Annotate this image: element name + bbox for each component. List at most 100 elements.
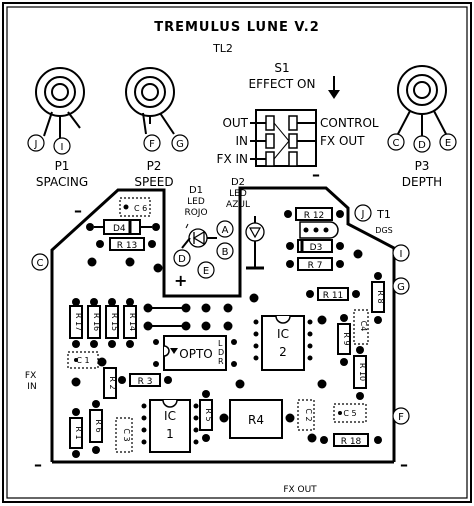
ic1-label-line1: IC <box>164 409 176 423</box>
led-d1-symbol <box>181 223 217 249</box>
resistor-r6-label: R 6 <box>94 419 103 432</box>
opto-label: OPTO <box>179 347 212 361</box>
pot-p3-pin-e: E <box>445 138 451 149</box>
resistor-r17: R 17 <box>69 298 83 348</box>
resistor-r10: R 10 <box>353 346 367 400</box>
edge-fx-in: FX IN <box>25 371 39 392</box>
resistor-r12-label: R 12 <box>304 211 325 221</box>
pin-d: D <box>178 254 186 265</box>
resistor-r7-label: R 7 <box>308 261 323 271</box>
cap-c1-label: C 1 <box>76 356 89 365</box>
jumper-group <box>143 303 233 331</box>
diode-d3-label: D3 <box>310 243 323 253</box>
connection-letters: A B D E C J I G F <box>31 204 410 425</box>
resistor-r16: R 16 <box>87 298 101 348</box>
cap-c5-label: C 5 <box>343 409 356 418</box>
resistor-r5-label: R 5 <box>204 408 213 421</box>
pin-e: E <box>203 266 209 277</box>
resistor-r11-label: R 11 <box>323 291 344 301</box>
resistor-r2-label: R 2 <box>108 376 117 389</box>
edge-fx-in-word1: FX <box>25 371 36 381</box>
resistor-r1-label: R 1 <box>74 426 83 439</box>
pot-p2-name: P2 <box>147 159 162 173</box>
resistor-r3-label: R 3 <box>138 377 153 387</box>
transistor-t1 <box>299 221 339 239</box>
board-outline <box>50 186 396 462</box>
pot-p1-pin-i: I <box>61 142 64 153</box>
resistor-r16-label: R 16 <box>92 313 101 331</box>
resistor-r6: R 6 <box>89 400 103 454</box>
switch-name: S1 <box>274 61 289 75</box>
cap-c3: C 3 <box>115 417 133 453</box>
pin-i: I <box>400 249 403 260</box>
resistor-r2: R 2 <box>103 367 117 399</box>
minus-bottom-right: – <box>400 455 408 474</box>
resistor-r13-label: R 13 <box>117 241 138 251</box>
resistor-r8: R 8 <box>371 272 385 324</box>
resistor-r18: R 18 <box>320 433 382 447</box>
resistor-r12: R 12 <box>284 207 344 221</box>
edge-fx-in-word2: IN <box>27 382 36 392</box>
t1-sub: DGS <box>375 226 392 235</box>
minus-top-right: – <box>312 165 320 184</box>
diode-d3: D3 <box>286 239 344 253</box>
pin-f: F <box>398 412 404 423</box>
pin-g: G <box>397 282 405 293</box>
resistor-r15: R 15 <box>105 298 119 348</box>
cap-c6-label: C 6 <box>134 204 147 213</box>
board-subtitle: TL2 <box>212 42 233 55</box>
led-d1: D1 LED ROJO <box>184 185 207 218</box>
led-d1-l1: LED <box>187 197 205 207</box>
led-d2-l1: LED <box>229 189 247 199</box>
minus-bottom-left: – <box>34 455 42 474</box>
minus-top-left: – <box>74 201 82 220</box>
led-d2-symbol <box>245 216 265 270</box>
ic-ic1: IC 1 <box>141 399 199 453</box>
pot-p3-name: P3 <box>415 159 430 173</box>
switch-s1: S1 EFFECT ON OUT IN FX IN CONTROL FX OUT <box>217 61 379 167</box>
pot-p3-pin-c: C <box>393 138 400 149</box>
pot-p1-label: SPACING <box>36 175 88 189</box>
led-d1-l2: ROJO <box>184 208 207 218</box>
pot-p1-name: P1 <box>55 159 70 173</box>
switch-pin-fx-in: FX IN <box>217 152 248 166</box>
edge-fx-out: FX OUT <box>283 485 317 495</box>
cap-c2-label: C 2 <box>304 408 313 421</box>
cap-c4-label: C4 <box>359 321 368 332</box>
cap-c4: C4 <box>353 309 369 345</box>
resistor-r8-label: R 8 <box>376 290 385 303</box>
cap-c2: C 2 <box>297 399 315 431</box>
pot-p3-pin-d: D <box>418 140 426 151</box>
resistor-r10-label: R 10 <box>358 363 367 381</box>
led-d1-name: D1 <box>189 185 203 196</box>
ic2-label-line2: 2 <box>279 345 287 359</box>
cap-c3-label: C 3 <box>122 428 131 441</box>
led-d2: D2 LED AZUL <box>226 177 250 210</box>
pot-p1: J I P1 SPACING <box>27 67 88 189</box>
diode-d4: D4 <box>86 219 160 235</box>
cap-c5: C 5 <box>333 403 367 423</box>
switch-pin-control: CONTROL <box>320 116 379 130</box>
inner-border <box>6 6 468 499</box>
board-title: TREMULUS LUNE V.2 <box>154 20 320 35</box>
pin-c: C <box>37 258 44 269</box>
cap-c1: C 1 <box>67 351 99 369</box>
pot-p3: C D E P3 DEPTH <box>387 65 457 189</box>
t1-name: T1 <box>376 208 391 221</box>
resistor-r3: R 3 <box>118 373 172 387</box>
pot-p3-label: DEPTH <box>402 175 442 189</box>
resistor-r4-label: R4 <box>248 413 264 427</box>
diode-d4-label: D4 <box>113 224 126 234</box>
pot-p2-label: SPEED <box>134 175 173 189</box>
resistor-r17-label: R 17 <box>74 313 83 331</box>
ic1-label-line2: 1 <box>166 427 174 441</box>
ic-ic2: IC 2 <box>253 315 313 371</box>
switch-label: EFFECT ON <box>249 77 316 91</box>
plus-sign: + <box>174 271 187 290</box>
pot-p2: F G P2 SPEED <box>125 67 189 189</box>
resistor-r7: R 7 <box>286 257 344 271</box>
resistor-r13: R 13 <box>96 237 156 251</box>
